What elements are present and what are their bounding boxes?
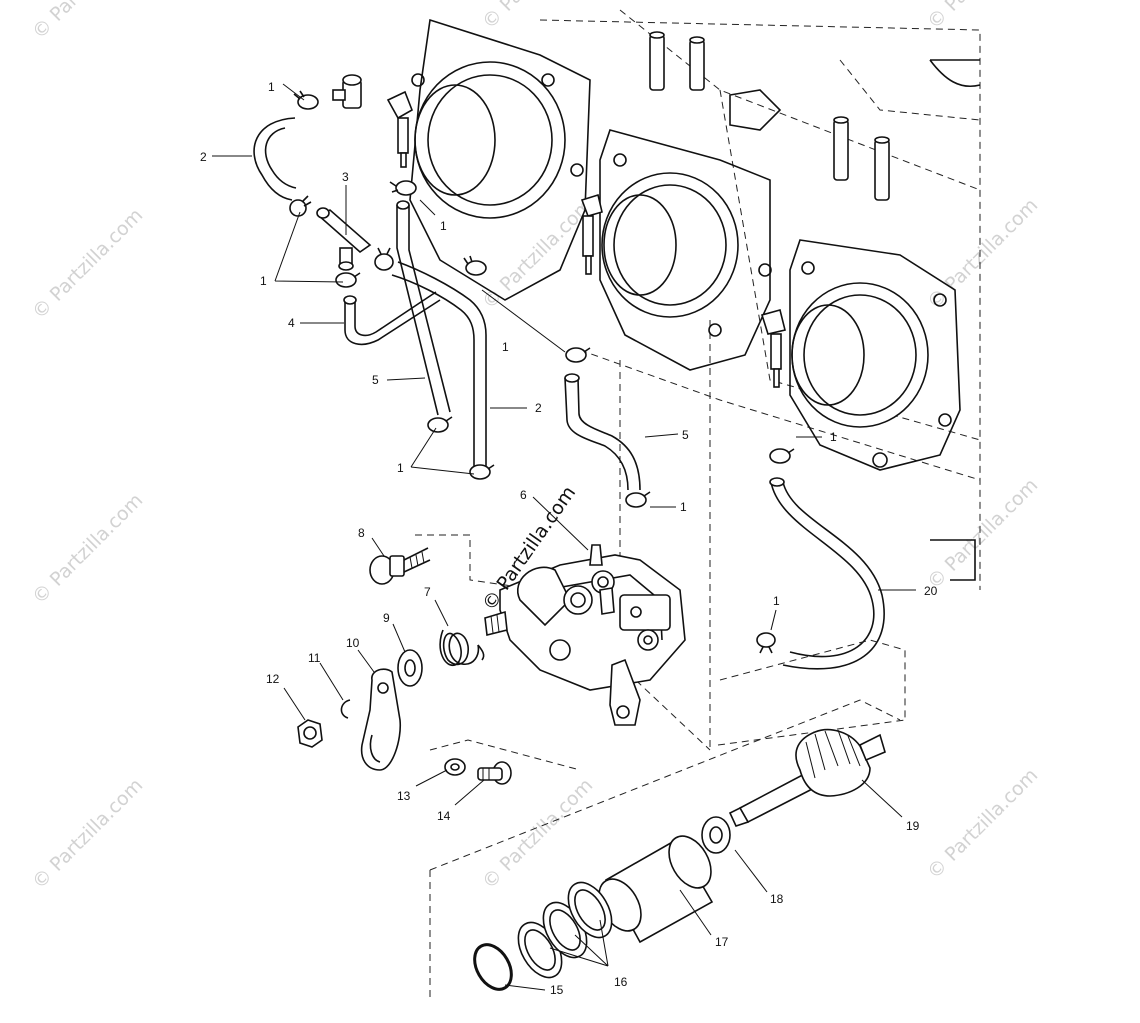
watermark-text: © Partzilla.com: [923, 194, 1042, 313]
intake-flange-1: [409, 18, 591, 301]
washer-13: [429, 739, 581, 776]
watermark-text: © Partzilla.com: [478, 0, 597, 34]
callout-1: 1: [773, 594, 780, 608]
watermark-text: © Partzilla.com: [923, 764, 1042, 883]
clamp: [427, 416, 453, 433]
intake-flange-2: [599, 129, 772, 371]
watermark-text: © Partzilla.com: [28, 489, 147, 608]
clamp: [565, 347, 591, 363]
hose-20: [769, 477, 885, 670]
callout-1: 1: [440, 219, 447, 233]
clamp: [293, 90, 319, 110]
watermark-text: © Partzilla.com: [28, 774, 147, 893]
clamp: [769, 448, 795, 464]
watermark-text: © Partzilla.com: [923, 0, 1042, 34]
callout-1: 1: [268, 80, 275, 94]
fitting-3: [316, 207, 372, 271]
callout-2: 2: [535, 401, 542, 415]
oil-pump: [415, 534, 711, 751]
banjo-fitting: [332, 74, 362, 109]
watermark-text: © Partzilla.com: [28, 204, 147, 323]
callout-15: 15: [550, 983, 564, 997]
callout-4: 4: [288, 316, 295, 330]
callout-6: 6: [520, 488, 527, 502]
washer-9: [397, 649, 423, 687]
callout-10: 10: [346, 636, 360, 650]
callout-5: 5: [372, 373, 379, 387]
callout-9: 9: [383, 611, 390, 625]
hose-5-left: [396, 200, 451, 416]
callout-1: 1: [260, 274, 267, 288]
banjo-bolt-8: [369, 547, 431, 585]
clamp: [463, 255, 487, 276]
callout-18: 18: [770, 892, 784, 906]
callout-13: 13: [397, 789, 411, 803]
callout-1: 1: [830, 430, 837, 444]
clip-11: [340, 699, 351, 719]
callout-19: 19: [906, 819, 920, 833]
hose-4: [343, 291, 441, 346]
callout-12: 12: [266, 672, 280, 686]
callout-1: 1: [502, 340, 509, 354]
spring-7: [439, 629, 485, 666]
callout-5: 5: [682, 428, 689, 442]
sleeve-17: [598, 835, 714, 944]
callout-1: 1: [397, 461, 404, 475]
callout-1: 1: [680, 500, 687, 514]
clamp: [289, 195, 312, 217]
callout-16: 16: [614, 975, 628, 989]
callout-20: 20: [924, 584, 938, 598]
leader-lines: [212, 83, 916, 991]
callout-7: 7: [424, 585, 431, 599]
callout-8: 8: [358, 526, 365, 540]
watermark-text: © Partzilla.com: [478, 774, 597, 893]
washer-18: [701, 816, 731, 854]
clamp: [374, 247, 394, 271]
hose-5-right: [564, 373, 641, 491]
gear-shaft-19: [728, 728, 886, 827]
clamp: [756, 632, 776, 654]
clamp: [335, 272, 361, 288]
callout-11: 11: [308, 651, 321, 665]
lever-10: [360, 668, 402, 771]
hose-2-upper: [253, 117, 297, 201]
nut-12: [297, 719, 323, 748]
callout-17: 17: [715, 935, 729, 949]
clamp: [469, 464, 495, 480]
callout-14: 14: [437, 809, 451, 823]
o-ring-15: [473, 943, 513, 991]
watermark-text: © Partzilla.com: [28, 0, 147, 44]
clamp: [389, 180, 417, 196]
callout-labels: 1 2 3 1 1 4 1 5 2 1 5 1 1 6 8 7 9 10 11 …: [200, 80, 938, 997]
drive-housing-outline: [429, 639, 906, 1000]
callout-2: 2: [200, 150, 207, 164]
clamp: [625, 491, 651, 508]
intake-flange-3: [789, 239, 961, 471]
callout-3: 3: [342, 170, 349, 184]
watermark-text: © Partzilla.com: [923, 474, 1042, 593]
screw-14: [477, 761, 512, 785]
engine-block-outline: [539, 9, 981, 750]
hose-clamps: [289, 90, 795, 654]
carb-fittings: [386, 90, 888, 468]
